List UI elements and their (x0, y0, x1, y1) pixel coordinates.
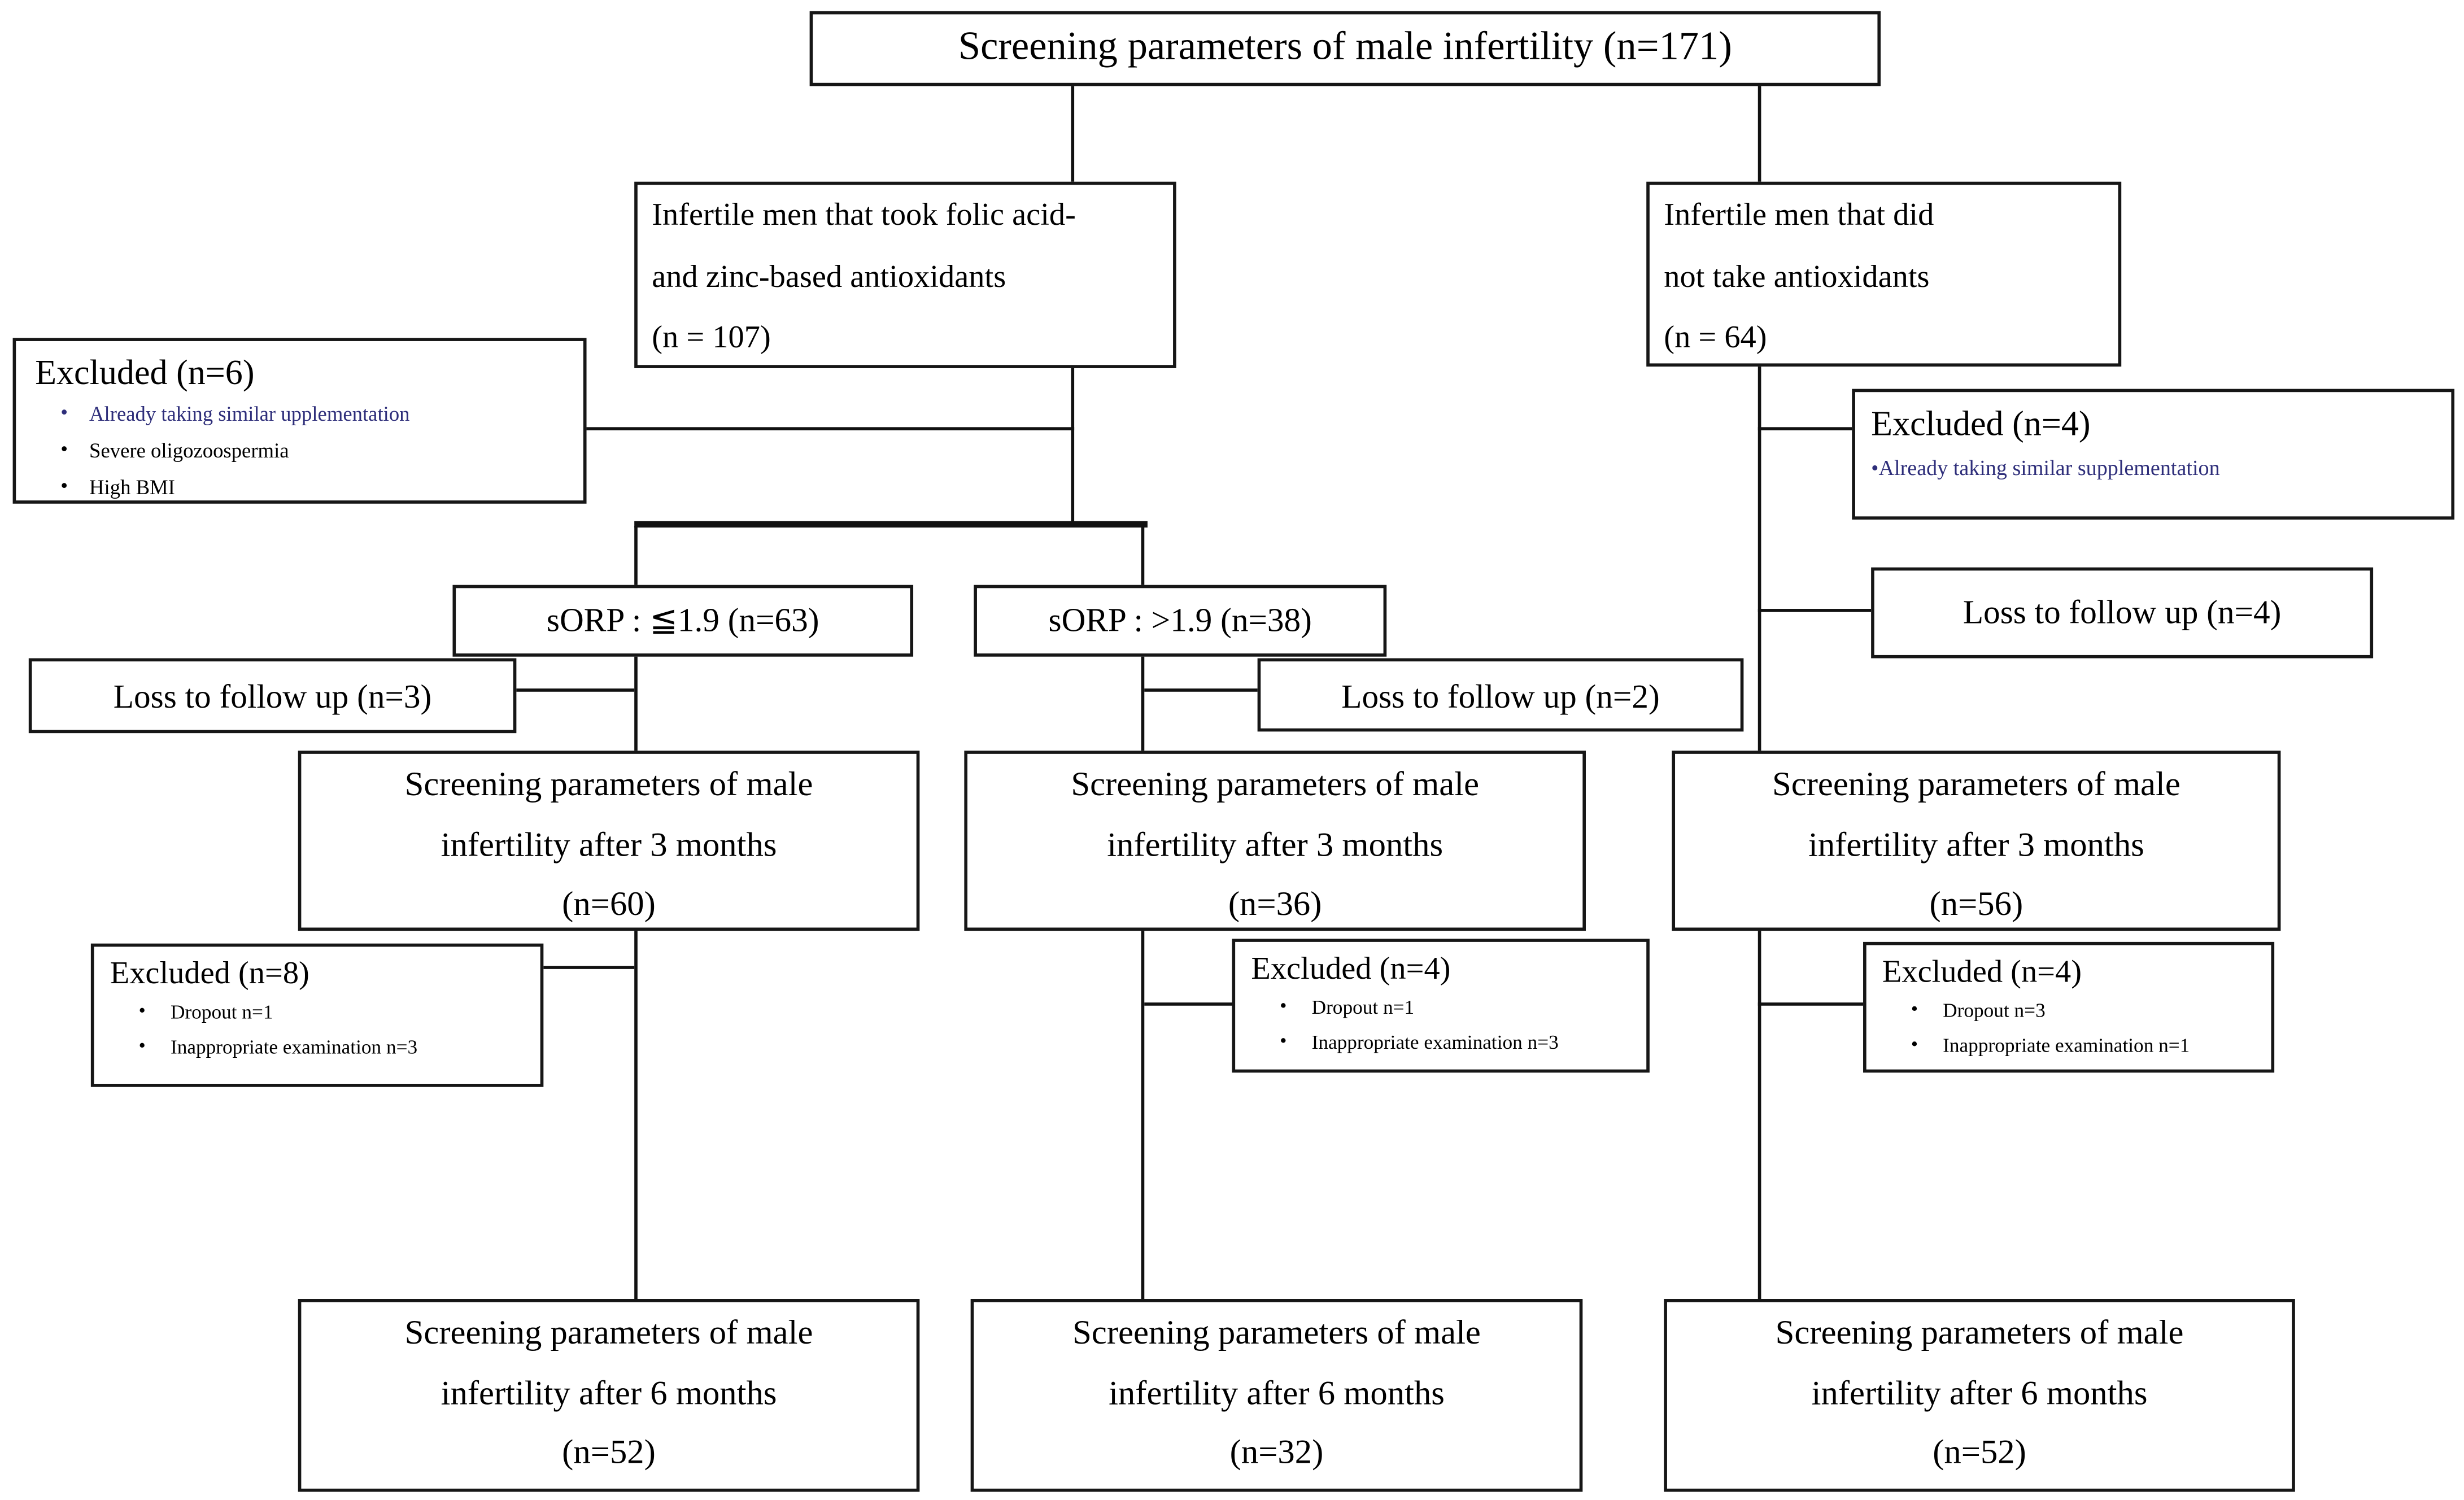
screening-6mo-control-line2: infertility after 6 months (1811, 1373, 2148, 1411)
excluded-n4-control-title: Excluded (n=4) (1871, 403, 2091, 443)
excluded-n4-control-3mo-item: Inappropriate examination n=1 (1911, 1033, 2271, 1057)
connector-line (634, 931, 638, 1300)
excluded-n4-control-3mo-item: Dropout n=3 (1911, 998, 2271, 1022)
excluded-n6-title: Excluded (n=6) (35, 352, 255, 393)
antioxidant-group-line2: and zinc-based antioxidants (652, 259, 1006, 294)
connector-line (1757, 367, 1761, 751)
connector-line (1757, 86, 1761, 184)
excluded-n4-high-item: Dropout n=1 (1280, 995, 1646, 1018)
screening-title-box: Screening parameters of male infertility… (809, 11, 1881, 86)
control-group-line3: (n = 64) (1664, 320, 1767, 356)
screening-3mo-low-line2: infertility after 3 months (441, 825, 777, 864)
sorp-high-box: sORP : >1.9 (n=38) (974, 585, 1387, 657)
screening-6mo-high-line3: (n=32) (1229, 1433, 1324, 1471)
antioxidant-group-box: Infertile men that took folic acid- and … (634, 181, 1176, 368)
screening-6mo-low-line3: (n=52) (562, 1433, 656, 1471)
screening-3mo-high-box: Screening parameters of male infertility… (964, 751, 1586, 931)
connector-line (1144, 688, 1258, 692)
connector-line (1141, 931, 1145, 1300)
control-group-line2: not take antioxidants (1664, 259, 1930, 294)
screening-3mo-control-line3: (n=56) (1929, 884, 2023, 923)
connector-line (543, 966, 635, 969)
screening-3mo-low-line1: Screening parameters of male (404, 765, 813, 804)
excluded-n8-title: Excluded (n=8) (110, 956, 309, 992)
screening-3mo-high-line3: (n=36) (1228, 884, 1322, 923)
connector-line (1144, 1002, 1232, 1006)
excluded-n4-high-title: Excluded (n=4) (1251, 951, 1451, 987)
excluded-n4-high-box: Excluded (n=4) Dropout n=1 Inappropriate… (1232, 939, 1650, 1073)
screening-3mo-high-line1: Screening parameters of male (1071, 765, 1480, 804)
excluded-n8-list: Dropout n=1 Inappropriate examination n=… (94, 999, 540, 1058)
excluded-n6-item: Already taking similar upplementation (60, 402, 583, 426)
screening-6mo-low-line1: Screening parameters of male (404, 1313, 813, 1352)
loss-followup-n4-text: Loss to follow up (n=4) (1963, 592, 2282, 631)
excluded-n8-box: Excluded (n=8) Dropout n=1 Inappropriate… (90, 943, 544, 1087)
loss-followup-n3-box: Loss to follow up (n=3) (28, 658, 517, 734)
screening-6mo-high-box: Screening parameters of male infertility… (970, 1299, 1583, 1492)
connector-line (634, 526, 638, 587)
screening-6mo-high-line1: Screening parameters of male (1072, 1313, 1481, 1352)
excluded-n6-box: Excluded (n=6) Already taking similar up… (12, 338, 587, 504)
excluded-n4-control-item: Already taking similar supplementation (1871, 456, 2451, 481)
screening-6mo-control-line3: (n=52) (1933, 1433, 2026, 1471)
connector-line (634, 521, 1148, 528)
connector-line (1141, 526, 1145, 587)
screening-6mo-high-line2: infertility after 6 months (1109, 1373, 1445, 1411)
excluded-n6-item: High BMI (60, 475, 583, 499)
screening-6mo-control-line1: Screening parameters of male (1775, 1313, 2184, 1352)
screening-6mo-low-box: Screening parameters of male infertility… (298, 1299, 920, 1492)
antioxidant-group-line1: Infertile men that took folic acid- (652, 197, 1076, 233)
screening-3mo-control-line1: Screening parameters of male (1772, 765, 2180, 804)
loss-followup-n2-box: Loss to follow up (n=2) (1257, 658, 1744, 732)
excluded-n8-item: Inappropriate examination n=3 (139, 1035, 540, 1058)
excluded-n6-list: Already taking similar upplementation Se… (16, 402, 583, 499)
sorp-low-box: sORP : ≦1.9 (n=63) (452, 585, 914, 657)
screening-3mo-low-box: Screening parameters of male infertility… (298, 751, 920, 931)
excluded-n6-item: Severe oligozoospermia (60, 438, 583, 463)
control-group-line1: Infertile men that did (1664, 197, 1934, 233)
connector-line (1141, 655, 1145, 751)
connector-line (1757, 1002, 1864, 1006)
connector-line (1071, 368, 1075, 526)
connector-line (1757, 931, 1761, 1300)
sorp-high-text: sORP : >1.9 (n=38) (1048, 600, 1312, 639)
excluded-n4-high-list: Dropout n=1 Inappropriate examination n=… (1235, 995, 1646, 1053)
connector-line (516, 688, 635, 692)
excluded-n4-control-box: Excluded (n=4) Already taking similar su… (1852, 389, 2455, 520)
screening-title-text: Screening parameters of male infertility… (958, 25, 1732, 69)
antioxidant-group-line3: (n = 107) (652, 320, 771, 356)
loss-followup-n4-box: Loss to follow up (n=4) (1871, 567, 2374, 659)
connector-line (634, 655, 638, 751)
screening-6mo-low-line2: infertility after 6 months (441, 1373, 777, 1411)
connector-line (1071, 86, 1075, 184)
loss-followup-n3-text: Loss to follow up (n=3) (113, 677, 432, 716)
screening-6mo-control-box: Screening parameters of male infertility… (1664, 1299, 2295, 1492)
excluded-n8-item: Dropout n=1 (139, 999, 540, 1023)
control-group-box: Infertile men that did not take antioxid… (1646, 181, 2122, 367)
connector-line (1757, 427, 1852, 430)
screening-3mo-control-box: Screening parameters of male infertility… (1672, 751, 2281, 931)
sorp-low-text: sORP : ≦1.9 (n=63) (546, 600, 819, 639)
excluded-n4-control-3mo-box: Excluded (n=4) Dropout n=3 Inappropriate… (1863, 941, 2275, 1073)
screening-3mo-low-line3: (n=60) (562, 884, 656, 923)
excluded-n4-high-item: Inappropriate examination n=3 (1280, 1030, 1646, 1053)
connector-line (586, 427, 1075, 430)
screening-3mo-control-line2: infertility after 3 months (1808, 825, 2144, 864)
loss-followup-n2-text: Loss to follow up (n=2) (1341, 677, 1660, 716)
excluded-n4-control-3mo-title: Excluded (n=4) (1882, 954, 2082, 990)
screening-3mo-high-line2: infertility after 3 months (1107, 825, 1443, 864)
excluded-n4-control-3mo-list: Dropout n=3 Inappropriate examination n=… (1866, 998, 2271, 1057)
connector-line (1757, 609, 1872, 612)
